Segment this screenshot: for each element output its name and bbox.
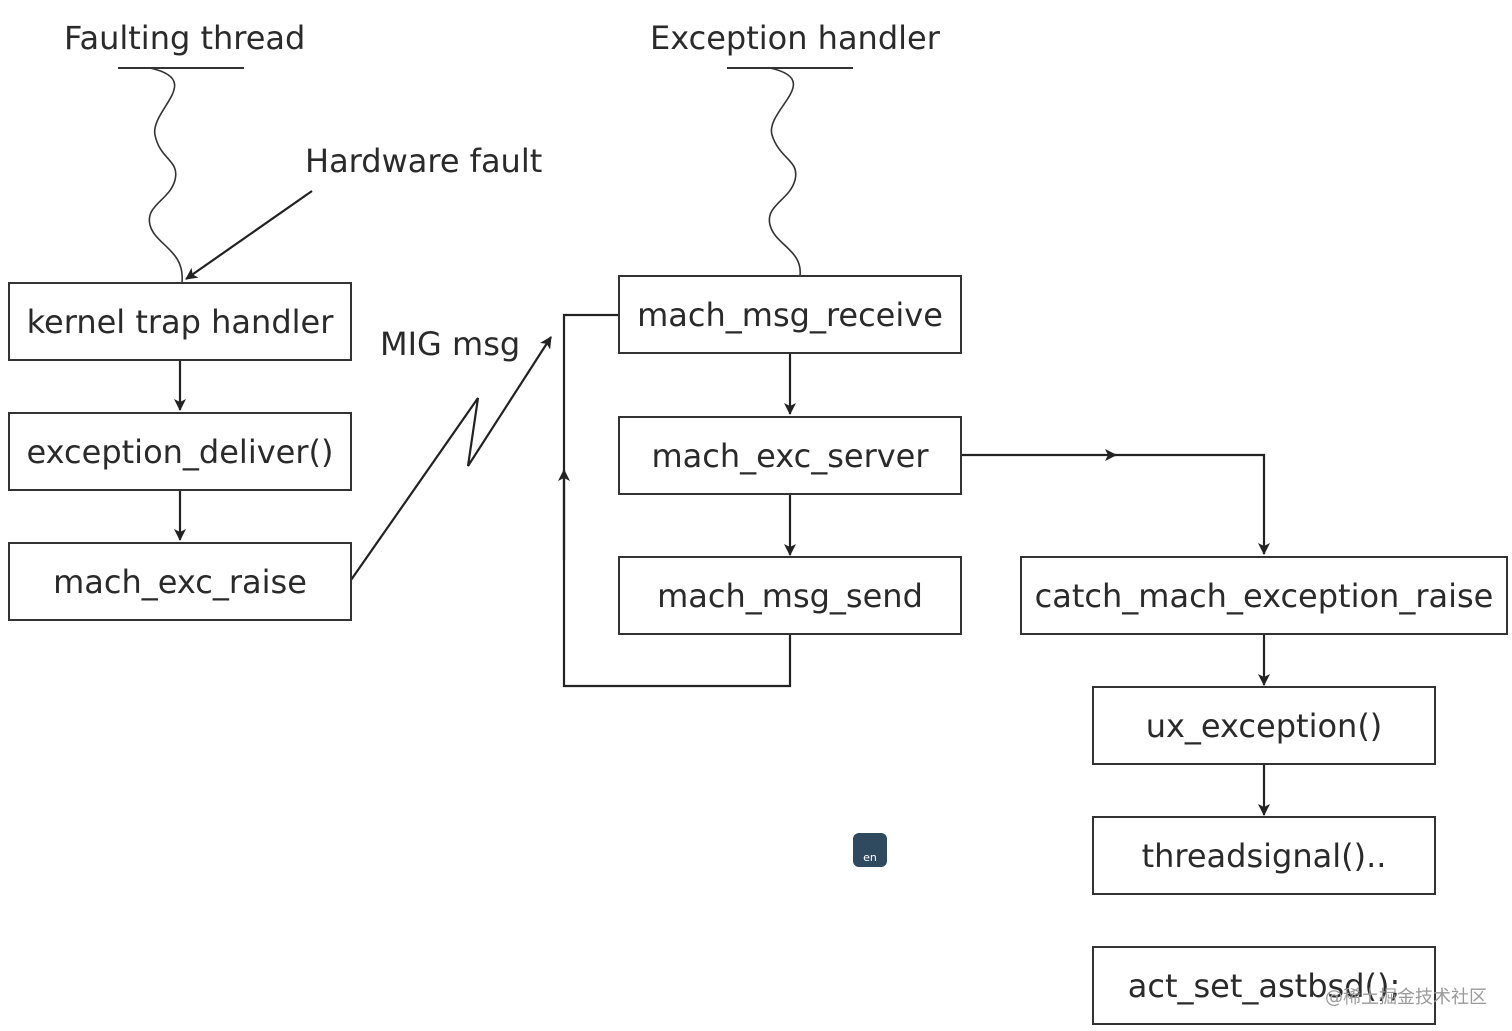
translate-icon[interactable]: en (853, 833, 887, 867)
threadsignal-box: threadsignal().. (1092, 816, 1436, 895)
exception-handler-wave (768, 67, 801, 277)
mig-msg-zigzag (350, 336, 552, 581)
act-set-astbsd-box: act_set_astbsd(); (1092, 946, 1436, 1025)
translate-icon-label: en (863, 851, 877, 864)
mach-exc-raise-box: mach_exc_raise (8, 542, 352, 621)
mach-msg-send-box: mach_msg_send (618, 556, 962, 635)
arrow-server-to-catch (1110, 453, 1270, 555)
loop-line-to-receive (562, 313, 792, 688)
mig-msg-label: MIG msg (380, 325, 521, 363)
hardware-fault-arrow (185, 190, 313, 280)
faulting-thread-header: Faulting thread (64, 19, 306, 57)
catch-mach-exception-raise-box: catch_mach_exception_raise (1020, 556, 1508, 635)
watermark: @稀土掘金技术社区 (1325, 987, 1487, 1008)
exception-handler-header: Exception handler (650, 19, 940, 57)
mach-exc-server-box: mach_exc_server (618, 416, 962, 495)
faulting-thread-wave (148, 67, 183, 283)
exception-deliver-box: exception_deliver() (8, 412, 352, 491)
ux-exception-box: ux_exception() (1092, 686, 1436, 765)
kernel-trap-handler-box: kernel trap handler (8, 282, 352, 361)
hardware-fault-label: Hardware fault (305, 142, 543, 180)
mach-msg-receive-box: mach_msg_receive (618, 275, 962, 354)
